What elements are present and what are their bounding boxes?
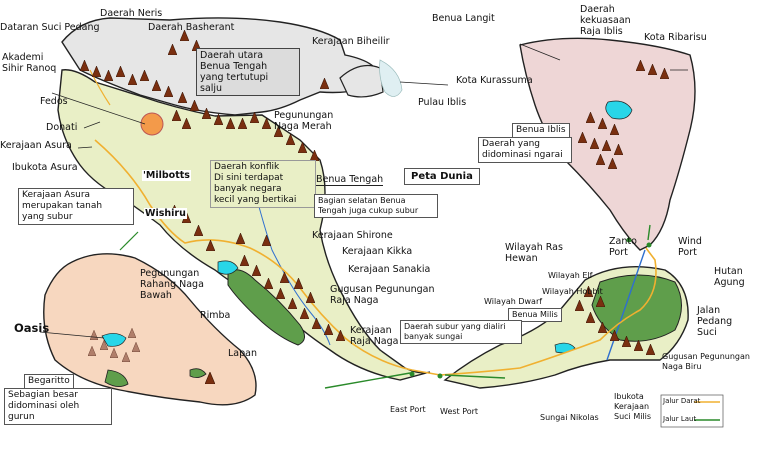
note-milis-subur: Daerah subur yang dialiri banyak sungai bbox=[400, 320, 522, 344]
label-sanakia: Kerajaan Sanakia bbox=[348, 264, 431, 275]
label-sungai-nikolas: Sungai Nikolas bbox=[540, 413, 599, 422]
note-selatan: Bagian selatan Benua Tengah juga cukup s… bbox=[314, 194, 438, 218]
biheilir-land bbox=[339, 65, 384, 98]
hutan-agung-forest bbox=[591, 274, 682, 342]
river bbox=[251, 179, 331, 346]
note-asura-subur: Kerajaan Asura merupakan tanah yang subu… bbox=[18, 188, 134, 225]
note-utara: Daerah utara Benua Tengah yang tertutupi… bbox=[196, 48, 300, 96]
label-ibukota-asura: Ibukota Asura bbox=[12, 162, 78, 173]
label-dataran-suci: Dataran Suci Pedang bbox=[0, 22, 100, 33]
label-ibukota-milis: Ibukota Kerajaan Suci Milis bbox=[614, 392, 652, 421]
label-rimba: Rimba bbox=[200, 310, 231, 321]
label-akademi: Akademi Sihir Ranoq bbox=[2, 52, 57, 74]
note-konflik: Daerah konflik Di sini terdapat banyak n… bbox=[210, 160, 316, 208]
label-naga-biru: Gugusan Pegunungan Naga Biru bbox=[662, 352, 750, 371]
fedos-marker bbox=[140, 112, 164, 136]
land-route bbox=[94, 139, 657, 376]
note-iblis-ngarai: Daerah yang didominasi ngarai bbox=[478, 137, 572, 163]
sea-route bbox=[444, 374, 506, 379]
river bbox=[606, 249, 646, 361]
label-donati: Donati bbox=[46, 122, 78, 133]
lake bbox=[379, 59, 403, 97]
label-lapan: Lapan bbox=[228, 348, 257, 359]
east-port-dot bbox=[409, 371, 415, 377]
legend-land-route: Jalur Darat bbox=[663, 397, 701, 405]
zanto-port-dot bbox=[626, 237, 632, 243]
label-ras-hewan: Wilayah Ras Hewan bbox=[505, 242, 563, 264]
label-neris: Daerah Neris bbox=[100, 8, 163, 19]
label-wilayah-elf: Wilayah Elf bbox=[548, 271, 593, 280]
label-rahang-naga: Pegunungan Rahang Naga Bawah bbox=[140, 268, 204, 301]
label-shirone: Kerajaan Shirone bbox=[312, 230, 393, 241]
label-kerajaan-raja-naga: Kerajaan Raja Naga bbox=[350, 325, 399, 347]
map-title: Peta Dunia bbox=[404, 168, 480, 185]
west-port-dot bbox=[437, 373, 443, 379]
land-route bbox=[89, 69, 111, 106]
label-ribarisu: Kota Ribarisu bbox=[644, 32, 707, 43]
label-wishiru: Wishiru bbox=[144, 208, 187, 219]
note-gurun: Sebagian besar didominasi oleh gurun bbox=[4, 388, 112, 425]
label-wind-port: Wind Port bbox=[678, 236, 702, 258]
lake bbox=[101, 333, 127, 347]
label-benua-langit: Benua Langit bbox=[432, 13, 495, 24]
label-pulau-iblis: Pulau Iblis bbox=[418, 97, 467, 108]
label-oasis: Oasis bbox=[14, 321, 50, 335]
label-gugusan-raja-naga: Gugusan Pegunungan Raja Naga bbox=[330, 284, 435, 306]
label-wilayah-hobbit: Wilayah Hobbit bbox=[542, 287, 603, 296]
label-kekuasaan-iblis: Daerah kekuasaan Raja Iblis bbox=[580, 4, 631, 37]
lake bbox=[217, 260, 239, 275]
label-jalan-pedang-suci: Jalan Pedang Suci bbox=[697, 305, 733, 338]
label-wilayah-dwarf: Wilayah Dwarf bbox=[484, 297, 543, 306]
label-biheilir: Kerajaan Biheilir bbox=[312, 36, 390, 47]
label-benua-iblis: Benua Iblis bbox=[512, 123, 570, 138]
lake bbox=[605, 100, 633, 120]
wind-port-dot bbox=[646, 242, 652, 248]
sea-route bbox=[119, 231, 139, 251]
label-begaritto: Begaritto bbox=[24, 374, 74, 389]
label-hutan-agung: Hutan Agung bbox=[714, 266, 745, 288]
label-milbotts: 'Milbotts bbox=[142, 170, 191, 181]
label-kikka: Kerajaan Kikka bbox=[342, 246, 413, 257]
label-naga-merah: Pegunungan Naga Merah bbox=[274, 110, 334, 132]
sea-route bbox=[324, 372, 411, 389]
rimba-forest bbox=[227, 269, 305, 346]
label-zanto-port: Zanto Port bbox=[609, 236, 637, 258]
sea-route bbox=[647, 224, 651, 241]
label-fedos: Fedos bbox=[40, 96, 68, 107]
label-east-port: East Port bbox=[390, 405, 426, 414]
label-west-port: West Port bbox=[440, 407, 479, 416]
label-benua-milis: Benua Milis bbox=[508, 308, 562, 322]
label-asura: Kerajaan Asura bbox=[0, 140, 72, 151]
legend-sea-route: Jalur Laut bbox=[663, 415, 697, 423]
label-kurassuma: Kota Kurassuma bbox=[456, 75, 533, 86]
label-benua-tengah: Benua Tengah bbox=[316, 174, 384, 186]
label-basherant: Daerah Basherant bbox=[148, 22, 235, 33]
